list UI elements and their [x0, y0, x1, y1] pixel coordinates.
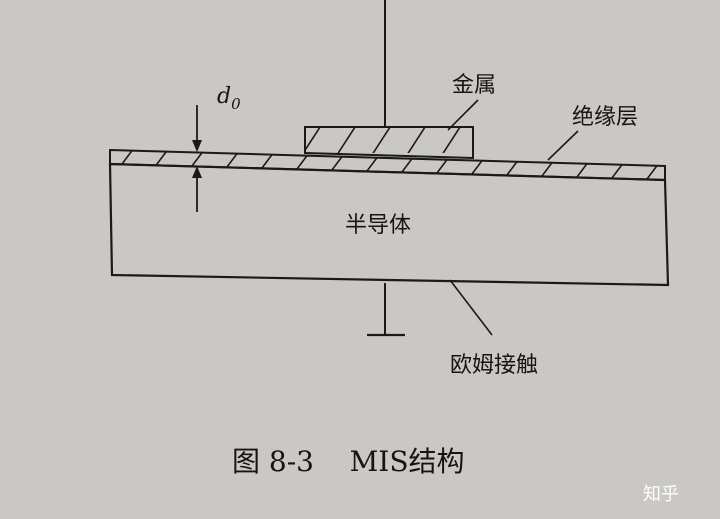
insulator-leader-line — [547, 130, 579, 161]
watermark-text: 知乎 — [643, 484, 679, 505]
metal-electrode — [304, 126, 474, 160]
insulator-label: 绝缘层 — [572, 105, 638, 130]
ohmic-contact-label: 欧姆接触 — [450, 353, 538, 378]
semiconductor-label: 半导体 — [345, 213, 411, 238]
ohmic-leader-line — [449, 279, 493, 336]
thickness-dimension — [192, 105, 202, 212]
thickness-label: d0 — [217, 84, 241, 113]
metal-label: 金属 — [452, 73, 496, 98]
figure-caption: 图 8-3 MIS结构 — [232, 445, 465, 478]
metal-leader-line — [447, 99, 479, 131]
